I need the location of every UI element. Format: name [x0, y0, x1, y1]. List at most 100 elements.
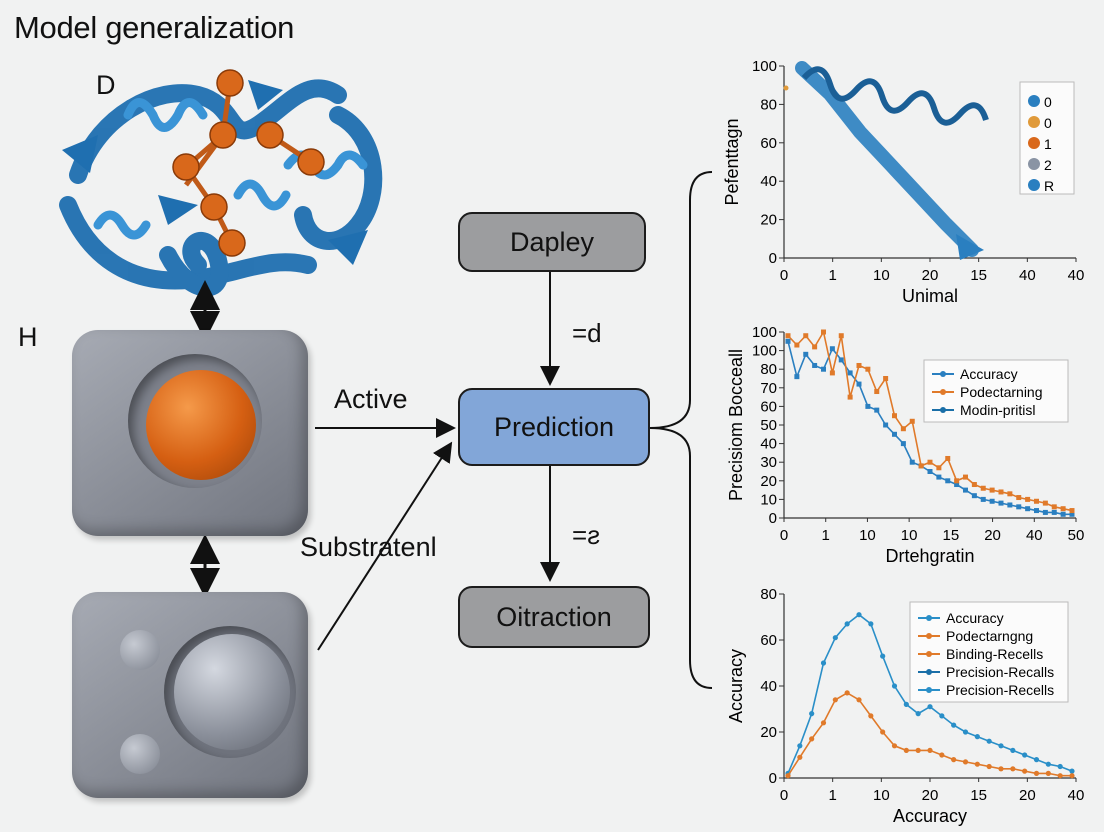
- data-point: [971, 493, 977, 499]
- legend-marker: [926, 615, 932, 621]
- data-point: [785, 773, 791, 779]
- x-tick-label: 40: [1068, 267, 1085, 284]
- y-tick-label: 20: [760, 212, 777, 229]
- legend-marker: [926, 651, 932, 657]
- data-point: [927, 747, 933, 753]
- data-point: [1042, 509, 1048, 515]
- node-oitraction: Oitraction: [458, 586, 650, 648]
- data-point: [794, 374, 800, 380]
- y-tick-label: 0: [769, 770, 777, 787]
- helix-ribbon-icon: [795, 61, 979, 257]
- y-tick-label: 50: [760, 417, 777, 434]
- x-tick-label: 40: [1068, 787, 1085, 804]
- x-tick-label: 15: [943, 527, 960, 544]
- data-point: [1016, 495, 1022, 501]
- x-tick-label: 1: [828, 267, 836, 284]
- data-point: [962, 759, 969, 765]
- x-tick-label: 15: [970, 267, 987, 284]
- data-point: [909, 459, 915, 465]
- ligand-sphere-icon: [146, 370, 256, 480]
- edge-label-top: =d: [572, 318, 602, 348]
- data-point: [927, 704, 933, 710]
- data-point: [856, 362, 862, 368]
- data-point: [838, 333, 844, 339]
- data-point: [874, 389, 880, 395]
- legend-marker: [926, 687, 932, 693]
- data-point: [1060, 506, 1066, 512]
- data-point: [1042, 500, 1048, 506]
- x-axis-label: Unimal: [902, 286, 958, 306]
- data-point: [936, 474, 942, 480]
- x-axis-label: Drtehgratin: [885, 546, 974, 566]
- data-point: [785, 333, 791, 339]
- data-point: [918, 463, 924, 469]
- helix-arrow-icon: [956, 234, 984, 260]
- data-point: [954, 478, 960, 484]
- data-point: [1034, 508, 1039, 514]
- data-point: [803, 333, 809, 339]
- data-point: [974, 761, 980, 767]
- data-point: [856, 381, 862, 387]
- legend-marker: [1028, 95, 1040, 107]
- data-point: [868, 621, 874, 627]
- data-point: [829, 346, 835, 352]
- x-tick-label: 15: [970, 787, 987, 804]
- data-point: [821, 329, 826, 335]
- data-point: [797, 743, 803, 749]
- data-point: [903, 747, 909, 753]
- legend-label: Accuracy: [960, 366, 1018, 382]
- x-tick-label: 1: [828, 787, 836, 804]
- x-tick-label: 10: [859, 527, 876, 544]
- left-connectors: [190, 280, 220, 598]
- data-point: [820, 660, 827, 666]
- data-point: [903, 701, 909, 707]
- x-tick-label: 40: [1026, 527, 1043, 544]
- x-tick-label: 20: [984, 527, 1001, 544]
- x-tick-label: 10: [873, 787, 890, 804]
- data-point: [1010, 747, 1016, 753]
- data-point: [1069, 511, 1075, 517]
- x-tick-label: 0: [780, 527, 788, 544]
- label-d: D: [96, 70, 116, 100]
- data-point: [812, 344, 818, 350]
- y-axis-label: Pefenttagn: [722, 118, 742, 205]
- legend-marker: [940, 389, 946, 395]
- data-point: [915, 711, 921, 717]
- y-tick-label: 80: [760, 361, 777, 378]
- data-point: [1025, 506, 1031, 512]
- legend-label: Podectarngng: [946, 628, 1033, 644]
- legend-label: R: [1044, 178, 1054, 194]
- node-dapley: Dapley: [458, 212, 646, 272]
- legend-label: Binding-Recells: [946, 646, 1043, 662]
- data-point: [998, 743, 1004, 749]
- data-point: [986, 738, 992, 744]
- data-point: [809, 736, 815, 742]
- data-point: [936, 465, 942, 471]
- legend-marker: [1028, 137, 1040, 149]
- y-tick-label: 100: [752, 58, 777, 75]
- y-tick-label: 20: [760, 724, 777, 741]
- data-point: [1045, 770, 1051, 776]
- legend-label: Podectarning: [960, 384, 1043, 400]
- label-substrate: Substratеnl: [300, 532, 437, 562]
- data-point: [1069, 508, 1075, 514]
- data-point: [809, 711, 815, 717]
- y-tick-label: 30: [760, 454, 777, 471]
- data-point: [829, 370, 835, 376]
- data-point: [883, 422, 889, 428]
- data-point: [856, 697, 862, 703]
- data-point: [856, 612, 862, 618]
- data-point: [962, 729, 969, 735]
- data-point: [892, 413, 897, 419]
- legend-marker: [940, 407, 946, 413]
- y-tick-label: 100: [752, 343, 777, 360]
- data-point: [951, 722, 957, 728]
- data-point: [927, 459, 933, 465]
- legend-marker: [926, 669, 932, 675]
- protein-structure-icon: [59, 69, 383, 297]
- data-point: [986, 763, 992, 770]
- data-point: [980, 485, 986, 491]
- data-point: [821, 366, 826, 372]
